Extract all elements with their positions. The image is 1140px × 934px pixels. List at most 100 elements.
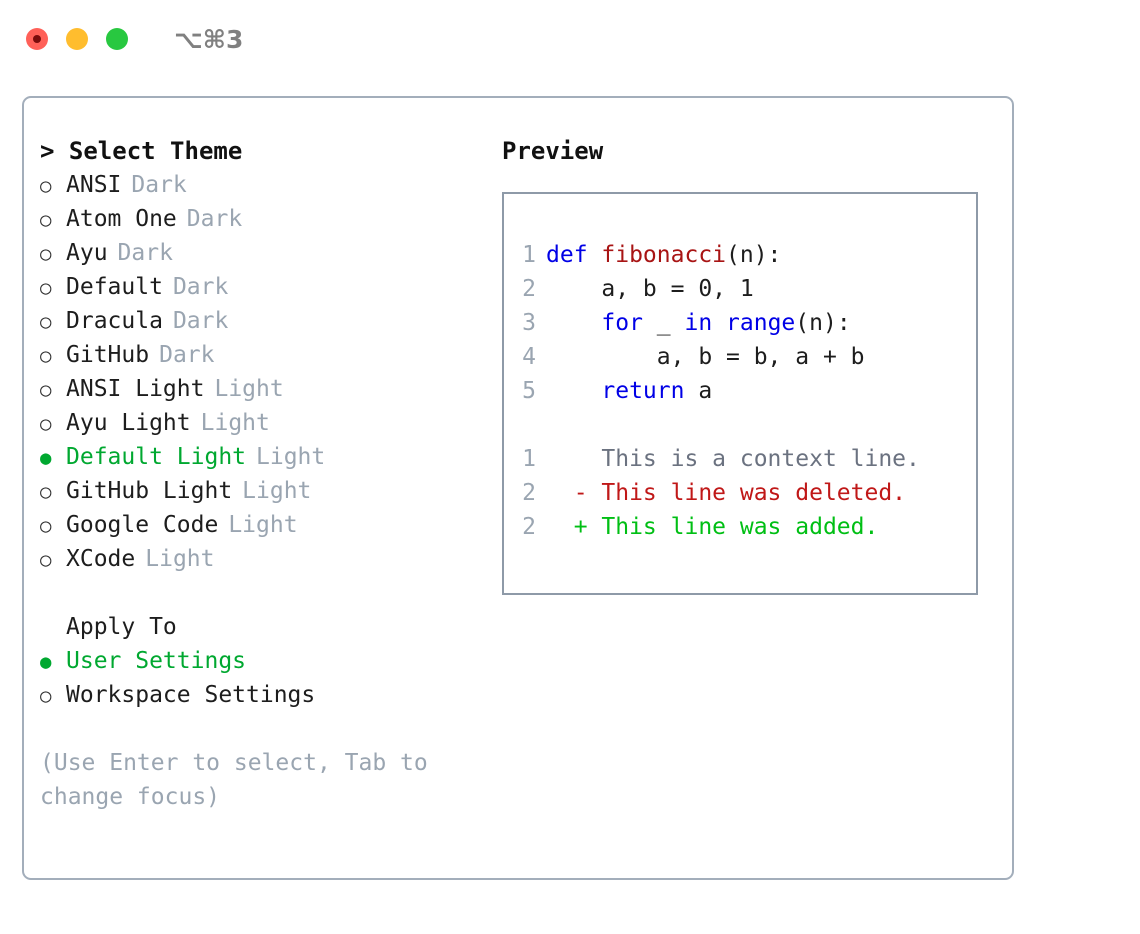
- code-token-kw: return: [601, 378, 685, 404]
- theme-option-tag: Light: [214, 376, 284, 402]
- diff-line-number: 1: [522, 446, 536, 472]
- line-number: 2: [522, 276, 536, 302]
- theme-option-tag: Dark: [172, 308, 229, 334]
- diff-line-text-add: + This line was added.: [546, 514, 879, 540]
- theme-option-tag: Light: [228, 512, 298, 538]
- line-number: 5: [522, 378, 536, 404]
- diff-line-number: 2: [522, 480, 536, 506]
- code-token-pl: (n):: [795, 310, 851, 336]
- theme-option-tag: Light: [200, 410, 270, 436]
- code-diff-spacer: [504, 408, 976, 442]
- radio-unselected-icon: ○: [40, 685, 52, 707]
- keyboard-hint-text: (Use Enter to select, Tab to change focu…: [40, 750, 428, 810]
- line-number: 4: [522, 344, 536, 370]
- select-theme-header: > Select Theme: [40, 137, 243, 165]
- theme-option-tag: Dark: [131, 172, 187, 198]
- radio-unselected-icon: ○: [40, 175, 52, 197]
- code-line: 5 return a: [504, 374, 976, 408]
- radio-unselected-icon: ○: [40, 379, 52, 401]
- apply-to-list[interactable]: ● User Settings ○Workspace Settings: [40, 644, 502, 712]
- minimize-window-button[interactable]: [66, 28, 88, 50]
- theme-option-ansi-light[interactable]: ○ ANSI Light Light: [40, 372, 502, 406]
- apply-to-option-label: User Settings: [66, 648, 247, 674]
- code-token-pl: [712, 310, 726, 336]
- code-line-text: a, b = 0, 1: [546, 272, 753, 306]
- diff-line-text-del: - This line was deleted.: [546, 480, 907, 506]
- theme-option-label: Ayu Light: [66, 410, 191, 436]
- code-line: 3 for _ in range(n):: [504, 306, 976, 340]
- apply-to-header: Apply To: [66, 614, 177, 640]
- code-token-pl: (n):: [726, 242, 782, 268]
- title-bar: ⌥⌘3: [0, 0, 1140, 78]
- code-token-fn: fibonacci: [601, 242, 727, 268]
- radio-unselected-icon: ○: [40, 549, 52, 571]
- theme-option-tag: Dark: [117, 240, 173, 266]
- theme-option-tag: Dark: [172, 274, 229, 300]
- apply-to-option-workspace-settings[interactable]: ○Workspace Settings: [40, 678, 502, 712]
- diff-line-number: 2: [522, 514, 536, 540]
- code-line-text: def fibonacci(n):: [546, 238, 781, 272]
- diff-line: 2 - This line was deleted.: [504, 476, 976, 510]
- code-token-pl: _: [642, 310, 685, 336]
- theme-option-label: Default Light: [66, 444, 247, 470]
- code-line-text: for _ in range(n):: [546, 306, 851, 340]
- code-token-pl: [546, 310, 601, 336]
- code-token-kw: for: [601, 310, 643, 336]
- radio-selected-icon: ●: [40, 651, 52, 673]
- theme-option-ayu[interactable]: ○ Ayu Dark: [40, 236, 502, 270]
- theme-option-label: ANSI: [66, 172, 122, 198]
- radio-selected-icon: ●: [40, 447, 52, 469]
- radio-unselected-icon: ○: [40, 345, 52, 367]
- code-line: 2 a, b = 0, 1: [504, 272, 976, 306]
- code-token-pl: a, b = b, a + b: [546, 344, 865, 370]
- theme-option-default[interactable]: ○ Default Dark: [40, 270, 502, 304]
- theme-option-default-light[interactable]: ● Default Light Light: [40, 440, 502, 474]
- code-line: 1 def fibonacci(n):: [504, 238, 976, 272]
- radio-unselected-icon: ○: [40, 209, 52, 231]
- theme-option-tag: Light: [242, 478, 312, 504]
- code-line-text: return a: [546, 374, 712, 408]
- line-number: 3: [522, 310, 536, 336]
- theme-option-label: ANSI Light: [66, 376, 205, 402]
- preview-title: Preview: [502, 137, 604, 165]
- line-number: 1: [522, 242, 536, 268]
- theme-option-tag: Dark: [159, 342, 215, 368]
- apply-to-option-user-settings[interactable]: ● User Settings: [40, 644, 502, 678]
- code-token-kw: def: [546, 242, 602, 268]
- theme-option-tag: Light: [256, 444, 326, 470]
- radio-unselected-icon: ○: [40, 481, 52, 503]
- theme-option-label: Default: [66, 274, 163, 300]
- theme-option-label: GitHub: [66, 342, 150, 368]
- theme-option-ansi[interactable]: ○ ANSI Dark: [40, 168, 502, 202]
- close-window-button[interactable]: [26, 28, 48, 50]
- maximize-window-button[interactable]: [106, 28, 128, 50]
- code-token-pl: a: [684, 378, 713, 404]
- traffic-lights: [26, 28, 128, 50]
- code-token-kw: in: [684, 310, 713, 336]
- theme-option-label: Ayu: [66, 240, 108, 266]
- code-line-text: a, b = b, a + b: [546, 340, 865, 374]
- theme-option-label: Atom One: [66, 206, 177, 232]
- radio-unselected-icon: ○: [40, 243, 52, 265]
- diff-sample: 1 This is a context line.2 - This line w…: [504, 442, 976, 544]
- theme-option-github[interactable]: ○ GitHub Dark: [40, 338, 502, 372]
- theme-option-label: Dracula: [66, 308, 163, 334]
- theme-option-tag: Light: [145, 546, 215, 572]
- list-spacer: [40, 576, 502, 610]
- theme-option-label: Google Code: [66, 512, 219, 538]
- code-token-kw: range: [726, 310, 796, 336]
- radio-unselected-icon: ○: [40, 277, 52, 299]
